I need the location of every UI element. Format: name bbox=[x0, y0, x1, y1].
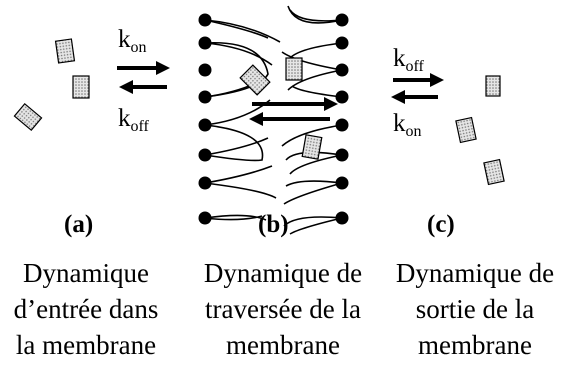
molecule bbox=[285, 57, 303, 81]
molecule bbox=[13, 102, 43, 132]
panel-label-c: (c) bbox=[427, 211, 455, 238]
panel-label-a: (a) bbox=[64, 211, 93, 238]
arrow-translocation-right bbox=[252, 97, 338, 111]
rate-label-kon: kon bbox=[393, 110, 422, 140]
caption-c: Dynamique de sortie de la membrane bbox=[396, 258, 554, 360]
svg-text:membrane: membrane bbox=[418, 330, 532, 360]
svg-text:traversée de la: traversée de la bbox=[205, 294, 361, 324]
caption-b: Dynamique de traversée de la membrane bbox=[204, 258, 362, 360]
arrow-left bbox=[119, 80, 167, 94]
panel-c: koff kon (c) bbox=[391, 45, 505, 238]
svg-text:sortie de la: sortie de la bbox=[416, 294, 534, 324]
svg-text:d’entrée dans: d’entrée dans bbox=[14, 294, 159, 324]
molecule bbox=[72, 75, 90, 99]
svg-text:membrane: membrane bbox=[226, 330, 340, 360]
svg-text:Dynamique de: Dynamique de bbox=[204, 258, 362, 288]
panel-label-b: (b) bbox=[258, 211, 289, 238]
svg-text:la membrane: la membrane bbox=[16, 330, 156, 360]
lipid-heads-left bbox=[198, 13, 212, 225]
molecule bbox=[301, 134, 323, 160]
rate-label-koff: koff bbox=[393, 45, 425, 75]
panel-a: kon koff (a) bbox=[13, 26, 170, 238]
svg-text:Dynamique: Dynamique bbox=[23, 258, 149, 288]
lipid-tails bbox=[204, 5, 343, 235]
molecule bbox=[483, 158, 505, 186]
arrow-right bbox=[393, 73, 444, 87]
arrow-left bbox=[391, 90, 438, 104]
svg-text:Dynamique de: Dynamique de bbox=[396, 258, 554, 288]
molecule bbox=[54, 38, 76, 64]
panel-b: (b) bbox=[198, 5, 349, 238]
rate-label-kon: kon bbox=[118, 26, 147, 56]
rate-label-koff: koff bbox=[118, 105, 150, 135]
caption-a: Dynamique d’entrée dans la membrane bbox=[14, 258, 159, 360]
arrow-right bbox=[117, 61, 170, 75]
arrow-translocation-left bbox=[249, 112, 330, 126]
lipid-heads-right bbox=[335, 13, 349, 225]
molecule bbox=[455, 116, 477, 144]
molecule bbox=[485, 75, 501, 97]
molecule bbox=[239, 64, 271, 96]
